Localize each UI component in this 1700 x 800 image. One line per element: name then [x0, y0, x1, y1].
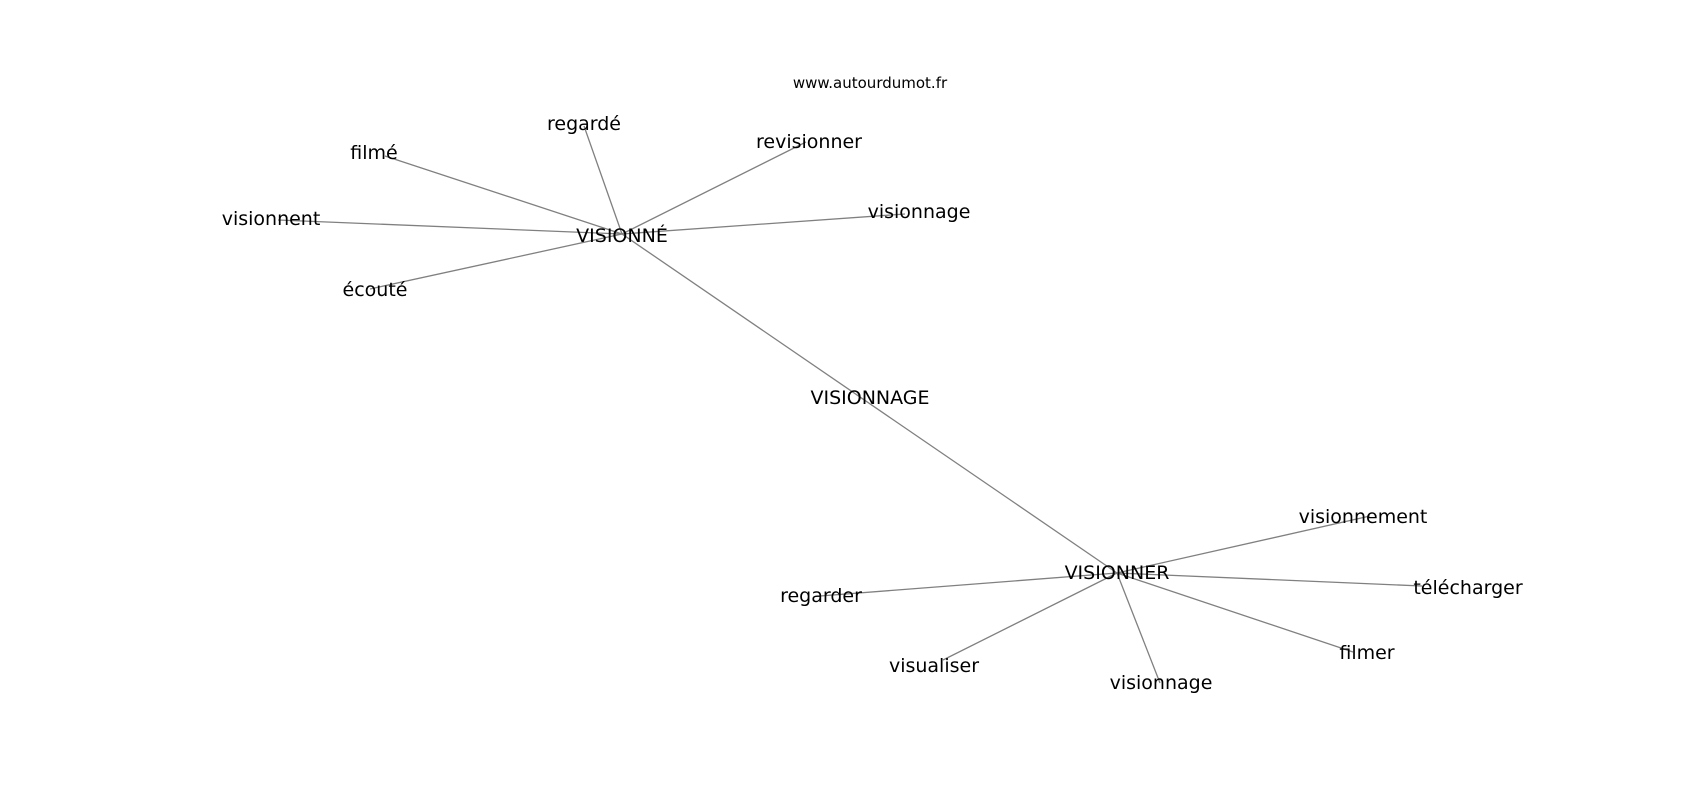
edge-visionne-regarde — [583, 125, 623, 235]
edge-visionne-revisionner — [621, 141, 807, 235]
node-visionner-regarder: regarder — [780, 585, 862, 607]
edge-visionne-ecoute — [369, 233, 623, 290]
edge-visionner-telecharger — [1116, 572, 1423, 587]
node-visionner-filmer: filmer — [1339, 642, 1394, 664]
node-visionner-visionnement: visionnement — [1299, 506, 1428, 528]
edge-visionne-visionner — [621, 233, 1118, 574]
node-visionne-visionnent: visionnent — [222, 208, 321, 230]
node-visionner-telecharger: télécharger — [1413, 577, 1522, 599]
node-visionne-regarde: regardé — [547, 113, 621, 135]
center-node-label: VISIONNAGE — [810, 387, 929, 409]
edge-visionner-regarder — [819, 572, 1118, 597]
node-visionner-visionnage: visionnage — [1110, 672, 1213, 694]
node-visionne-filme: filmé — [350, 142, 397, 164]
edge-visionner-visionnement — [1116, 515, 1371, 574]
edge-visionne-visionnent — [277, 219, 623, 235]
node-visionne-ecoute: écouté — [343, 279, 408, 301]
graph-edges — [277, 125, 1423, 684]
watermark: www.autourdumot.fr — [793, 74, 948, 92]
edge-visionner-visualiser — [942, 572, 1118, 661]
edge-visionner-filmer — [1116, 572, 1354, 653]
edge-visionne-visionnage — [621, 213, 906, 235]
node-visionne-visionnage: visionnage — [868, 201, 971, 223]
hub-node-visionner: VISIONNER — [1065, 562, 1170, 584]
edge-visionner-visionnage — [1116, 572, 1161, 684]
edge-visionne-filme — [384, 155, 623, 235]
hub-node-visionne: VISIONNÉ — [576, 224, 668, 247]
node-visionne-revisionner: revisionner — [756, 131, 862, 153]
graph-labels: VISIONNAGE VISIONNÉ regardé filmé revisionne… — [222, 113, 1523, 694]
node-visionner-visualiser: visualiser — [889, 655, 979, 677]
